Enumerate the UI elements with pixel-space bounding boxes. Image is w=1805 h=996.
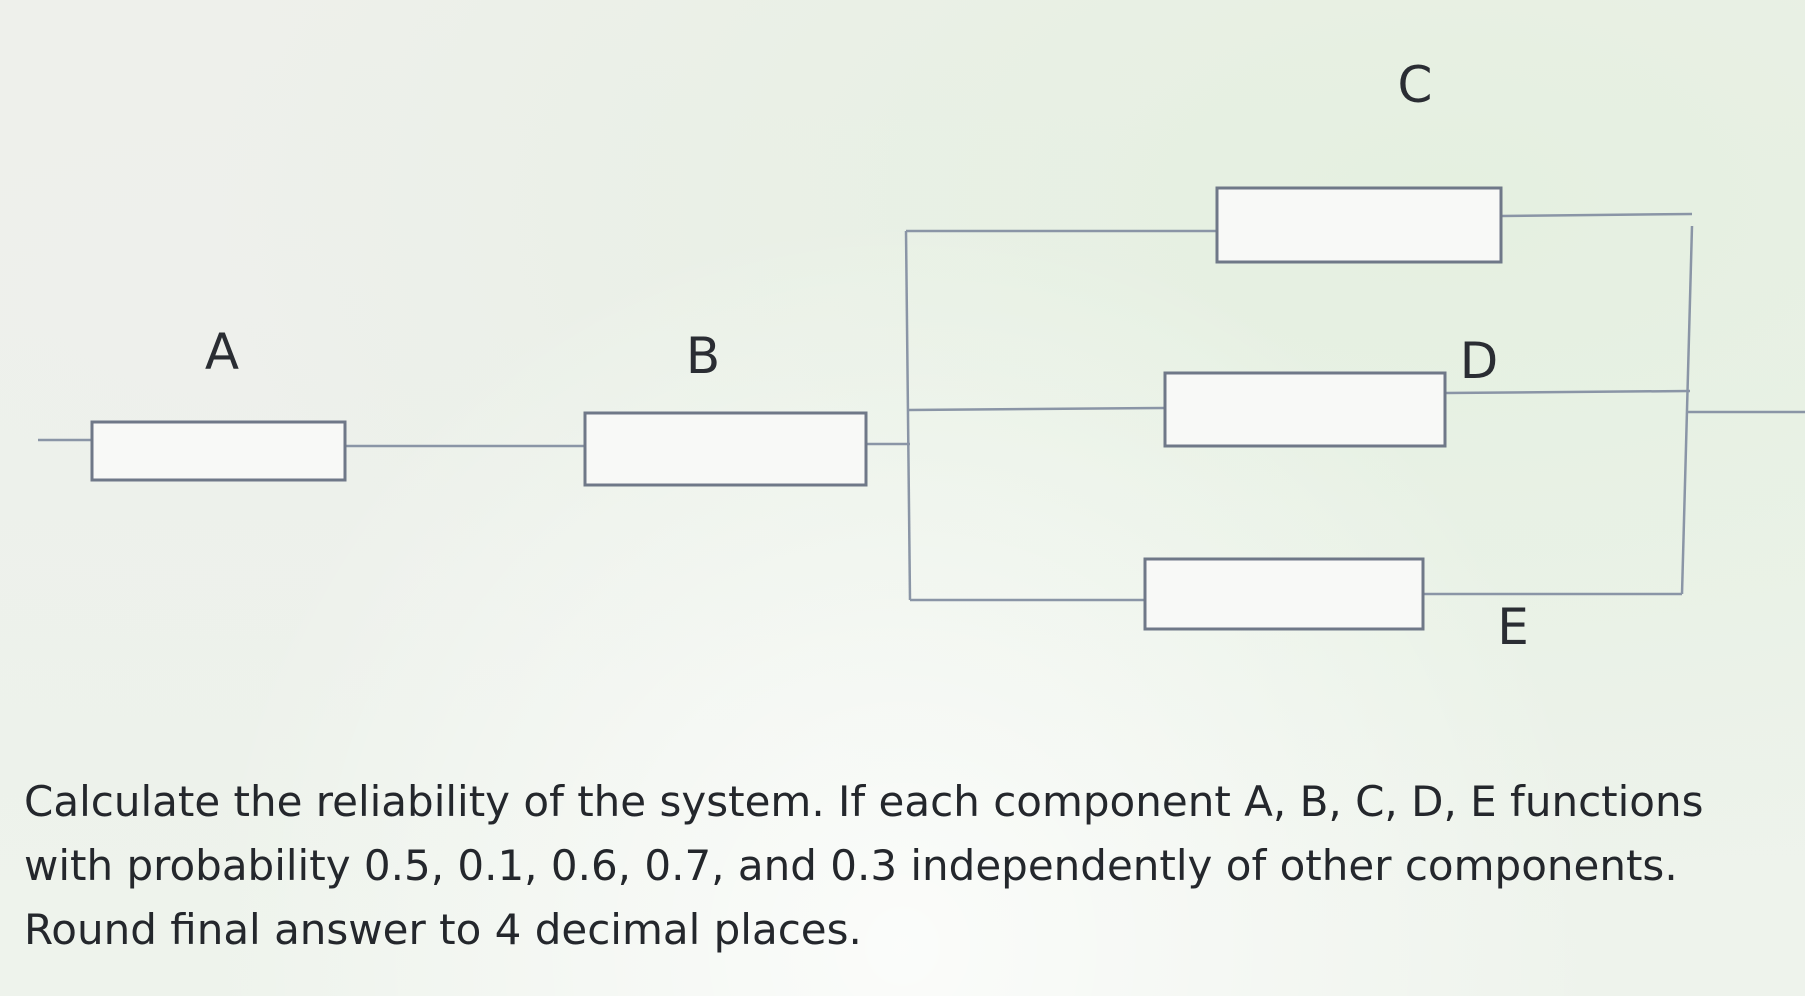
component-e-label: E <box>1497 598 1529 656</box>
d-output-wire <box>1444 389 1691 395</box>
c-output-wire <box>1500 212 1693 218</box>
component-a-label: A <box>205 323 239 381</box>
question-text: Calculate the reliability of the system.… <box>24 777 1704 954</box>
component-d-box <box>1163 371 1447 448</box>
component-c-label: C <box>1398 56 1433 114</box>
component-c-box <box>1215 186 1503 264</box>
component-a-box <box>90 420 347 482</box>
component-e-box <box>1143 557 1425 631</box>
component-d-label: D <box>1460 332 1499 390</box>
component-b-box <box>583 411 868 487</box>
parallel-wires <box>904 212 1805 602</box>
left-bus <box>904 230 912 601</box>
right-bus <box>1680 225 1694 595</box>
component-b-label: B <box>686 327 720 385</box>
system-diagram: A B C D E <box>38 56 1805 656</box>
d-input-wire <box>907 406 1166 412</box>
series-wires <box>38 438 910 448</box>
